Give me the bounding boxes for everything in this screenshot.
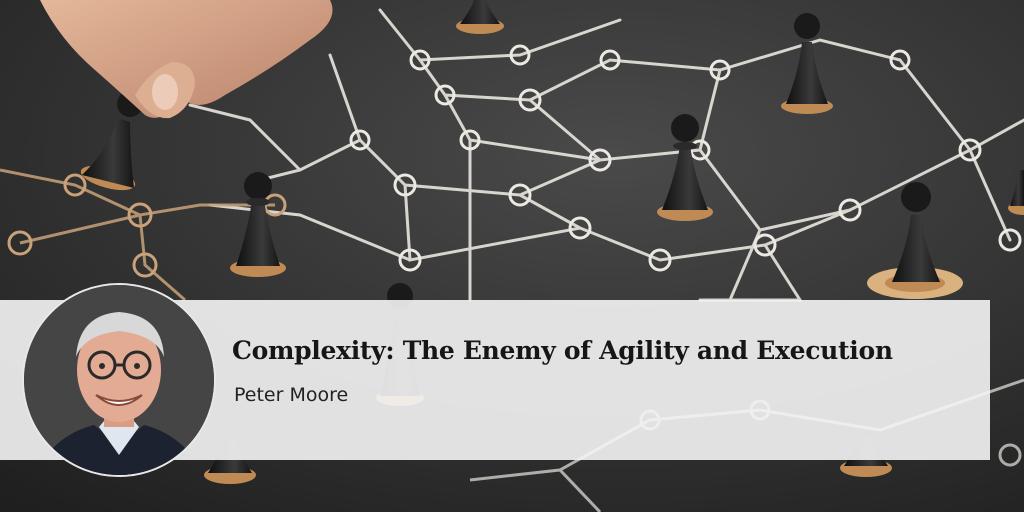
highlight-path [0,168,275,302]
pawn-2 [657,114,713,221]
author-avatar [22,283,216,477]
article-title: Complexity: The Enemy of Agility and Exe… [232,336,893,365]
pawn-4 [456,0,504,34]
pawn-3 [781,13,833,114]
author-portrait [24,285,214,475]
pawn-5 [867,182,963,299]
network-nodes [349,44,1022,272]
pawn-6 [1008,170,1024,215]
author-name: Peter Moore [234,384,349,406]
hand [40,0,333,119]
pawn-1 [230,172,286,277]
